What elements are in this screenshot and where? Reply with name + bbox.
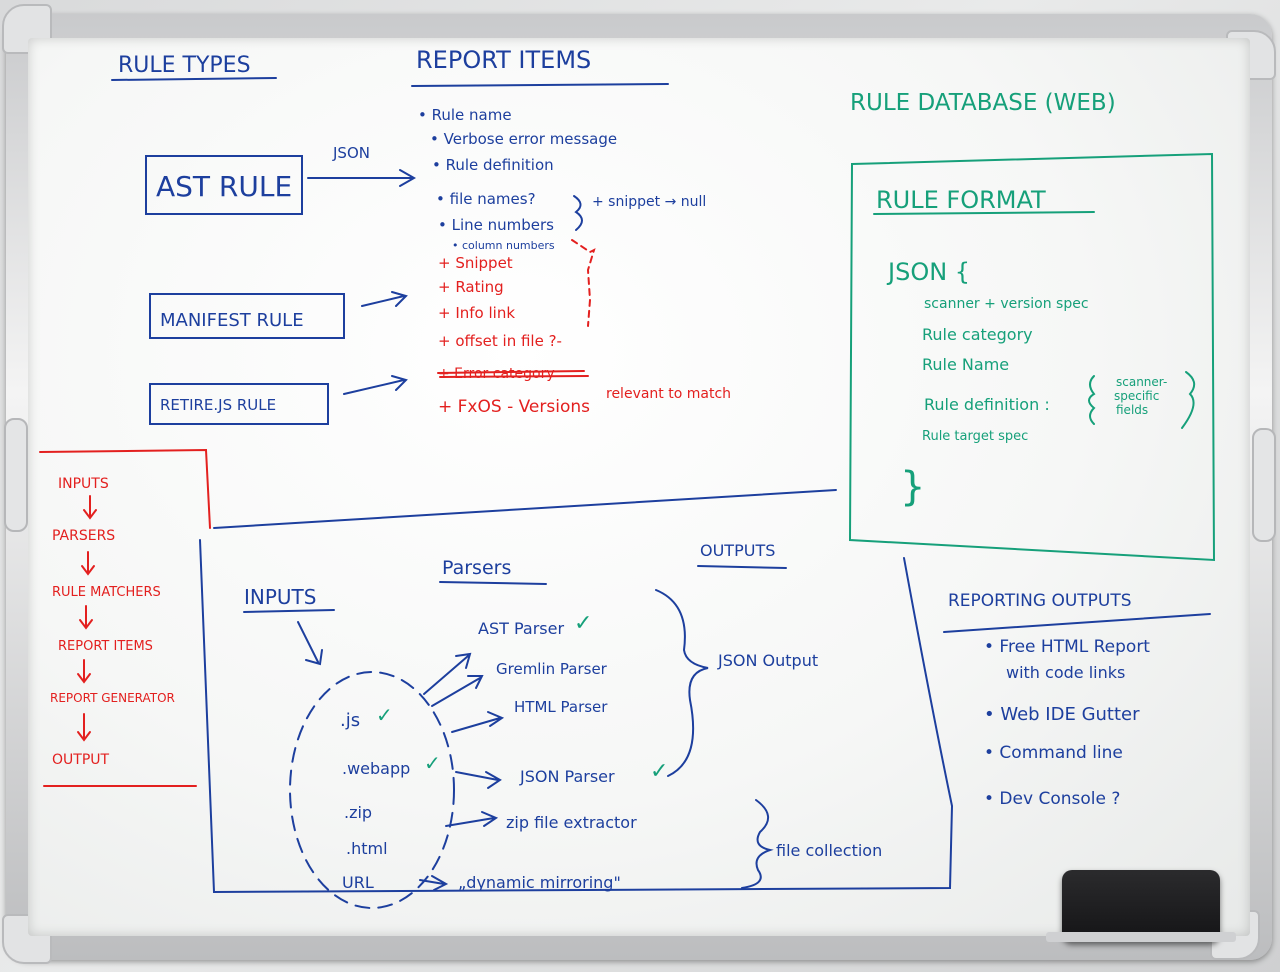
rule-format-field: Rule category [922,325,1033,344]
input-type: .html [346,839,388,858]
architecture-boundary [199,489,953,894]
scanner-specific-text: fields [1116,403,1148,417]
arch-inputs-heading: INPUTS [244,585,316,609]
filenames-brace [573,195,583,231]
parser-label: „dynamic mirroring" [458,873,621,892]
retire-to-report-arrow [343,375,408,395]
pipeline-step: INPUTS [58,476,109,492]
snippet-null-note: + snippet → null [592,194,706,210]
rule-format-field: Rule Name [922,355,1009,374]
rule-database-heading: RULE DATABASE (WEB) [850,90,1116,116]
input-type: .zip [344,803,372,822]
ast-rule-label: AST RULE [156,170,292,203]
reporting-output-item: • Command line [984,743,1123,763]
inputs-arrow [297,621,323,666]
json-output-brace [655,589,709,777]
report-item: • Verbose error message [430,130,617,148]
report-item: • Rule definition [432,156,554,174]
retire-rule-box [149,383,329,425]
pipeline-step: REPORT GENERATOR [50,691,175,705]
rule-format-underline [873,211,1095,215]
pipeline-step: REPORT ITEMS [58,639,153,654]
report-item: • column numbers [452,239,555,252]
strike-through-line [437,370,589,378]
inputs-ellipse [289,671,455,909]
file-collection-label: file collection [776,841,882,860]
report-item: • Line numbers [438,216,554,234]
parser-label: AST Parser [478,619,564,638]
struck-report-item: + Error category [438,366,555,382]
parser-label: zip file extractor [506,813,637,832]
report-item-added: + Rating [438,278,504,296]
reporting-output-item: • Dev Console ? [984,789,1120,809]
report-item-added: + offset in file ?- [438,332,562,350]
parser-label: Gremlin Parser [496,660,608,678]
report-item-added: + Info link [438,304,515,322]
parser-arrows [419,652,505,891]
pipeline-bracket-top [39,448,211,529]
pipeline-step: OUTPUT [52,752,110,768]
report-item-fxos: + FxOS - Versions [438,397,590,417]
check-mark: ✓ [650,759,668,784]
check-mark: ✓ [574,611,592,636]
file-collection-brace [741,799,774,889]
reporting-outputs-underline [943,613,1211,633]
json-arrow-label: JSON [332,144,370,162]
rule-format-field: Rule target spec [922,429,1028,444]
scanner-brace-right [1181,371,1196,429]
ast-rule-box [145,155,303,215]
frame-clip-right [1252,428,1276,542]
rule-format-json-open: JSON { [886,258,970,286]
rule-types-heading: RULE TYPES [118,53,251,78]
rule-format-field: Rule definition : [924,395,1050,414]
whiteboard-surface [28,38,1250,936]
pipeline-arrows [77,495,97,742]
report-items-underline [411,83,669,87]
added-items-bracket [571,239,596,327]
reporting-output-item: • Web IDE Gutter [984,704,1140,725]
arch-outputs-heading: OUTPUTS [700,541,775,560]
eraser-tray [1046,932,1236,942]
input-type: URL [342,873,374,892]
pipeline-step: RULE MATCHERS [52,585,161,600]
input-type: .js [340,710,360,731]
reporting-output-item: • Free HTML Report [984,637,1150,657]
scanner-specific-text: scanner- [1116,375,1167,389]
manifest-to-report-arrow [361,291,408,307]
arch-parsers-heading: Parsers [442,557,511,579]
report-item: • Rule name [418,106,512,124]
arch-inputs-underline [243,609,335,613]
report-item: • file names? [436,190,536,208]
report-item-added: + Snippet [438,254,513,272]
reporting-output-item: with code links [1006,663,1125,682]
rule-format-field: scanner + version spec [924,296,1089,312]
pipeline-step: PARSERS [52,528,115,544]
parser-label: HTML Parser [514,698,608,716]
check-mark: ✓ [376,703,393,727]
manifest-rule-box [149,293,345,339]
rule-types-underline [111,77,277,81]
ast-to-report-arrow [307,169,417,187]
json-output-label: JSON Output [717,651,818,670]
rule-format-json-close: } [900,464,925,510]
fxos-note: relevant to match [606,386,731,402]
report-items-heading: REPORT ITEMS [416,46,591,74]
retire-rule-label: RETIRE.JS RULE [160,396,276,414]
reporting-outputs-heading: REPORTING OUTPUTS [948,591,1132,611]
whiteboard-eraser [1062,870,1220,942]
manifest-rule-label: MANIFEST RULE [160,310,304,331]
arch-parsers-underline [439,581,547,585]
arch-outputs-underline [697,565,787,569]
scanner-specific-text: specific [1114,389,1159,403]
rule-format-heading: RULE FORMAT [876,186,1046,214]
check-mark: ✓ [424,751,441,775]
rule-format-box [848,152,1216,562]
scanner-brace-left [1088,375,1096,425]
input-type: .webapp [342,759,410,778]
parser-label: JSON Parser [519,767,615,786]
frame-clip-left [4,418,28,532]
